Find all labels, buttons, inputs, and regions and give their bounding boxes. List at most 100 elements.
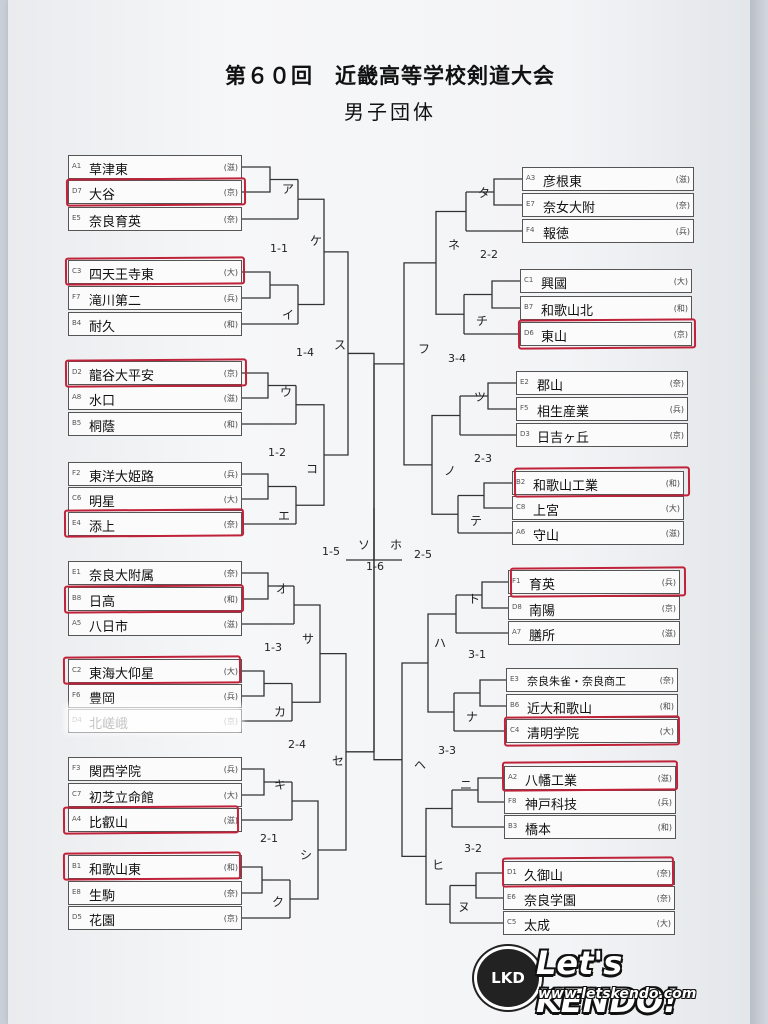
- bracket-line: [242, 473, 269, 500]
- team-name: 東洋大姫路: [89, 470, 155, 485]
- team-name: 育英: [529, 578, 556, 593]
- team-prefecture: (和): [657, 823, 672, 832]
- team-code: E4: [72, 519, 81, 527]
- team-name: 彦根東: [543, 175, 583, 190]
- bracket-line: [481, 581, 508, 609]
- bracket-label-m11: 1-1: [270, 242, 288, 255]
- bracket-label-fu: フ: [418, 342, 431, 356]
- team-code: C2: [72, 666, 82, 674]
- bracket-label-ka: カ: [274, 705, 287, 719]
- bracket-label-se: セ: [332, 754, 345, 768]
- team-code: F4: [526, 226, 535, 234]
- winner-circle-mark: [62, 851, 242, 881]
- logo-url: www.letskendo.com: [538, 986, 697, 1002]
- team-code: B3: [508, 822, 518, 830]
- team-code: A5: [72, 619, 82, 627]
- team-prefecture: (滋): [657, 774, 672, 783]
- team-code: D3: [520, 430, 530, 438]
- team-name: 添上: [89, 520, 116, 535]
- team-name: 上宮: [533, 504, 560, 519]
- bracket-label-m12: 1-2: [268, 446, 286, 459]
- team-prefecture: (奈): [656, 894, 671, 903]
- team-prefecture: (兵): [669, 405, 684, 414]
- team-code: F7: [72, 293, 81, 301]
- bracket-label-m32: 3-2: [464, 842, 482, 855]
- team-name: 南陽: [529, 604, 556, 619]
- team-name: 生駒: [89, 889, 116, 904]
- team-prefecture: (滋): [665, 529, 680, 538]
- team-prefecture: (和): [223, 595, 238, 604]
- bracket-label-te: テ: [470, 514, 483, 528]
- bracket-label-a: ア: [282, 182, 295, 196]
- team-name: 興國: [541, 277, 568, 292]
- bracket-line: [292, 604, 321, 703]
- team-prefecture: (滋): [223, 394, 238, 403]
- team-code: D1: [507, 868, 517, 876]
- bracket-line: [491, 280, 520, 309]
- team-name: 神戸科技: [525, 798, 578, 813]
- team-code: B5: [72, 419, 82, 427]
- team-code: E7: [526, 200, 535, 208]
- bracket-label-shi: シ: [300, 848, 313, 862]
- team-name: 相生産業: [537, 405, 590, 420]
- bracket-label-m16: 1-6: [366, 560, 384, 573]
- bracket-label-ta: タ: [478, 186, 491, 200]
- team-code: F5: [520, 404, 529, 412]
- team-code: D2: [72, 368, 82, 376]
- team-prefecture: (滋): [223, 620, 238, 629]
- team-prefecture: (和): [223, 863, 238, 872]
- team-prefecture: (大): [223, 791, 238, 800]
- team-code: C6: [72, 494, 82, 502]
- bracket-line: [242, 166, 271, 193]
- bracket-label-m15: 1-5: [322, 545, 340, 558]
- bracket-label-tsu: ツ: [474, 390, 487, 404]
- team-code: F3: [72, 764, 81, 772]
- team-prefecture: (奈): [223, 569, 238, 578]
- team-name: 東海大仰星: [89, 667, 155, 682]
- team-prefecture: (大): [223, 495, 238, 504]
- team-name: 清明学院: [527, 727, 580, 742]
- team-name: 関西学院: [89, 765, 142, 780]
- team-name: 明星: [89, 495, 116, 510]
- bracket-label-m34: 3-4: [448, 352, 466, 365]
- team-code: B2: [516, 478, 526, 486]
- bracket-label-i: イ: [282, 308, 295, 322]
- team-name: 比叡山: [89, 816, 129, 831]
- winner-circle-mark: [517, 318, 697, 350]
- team-code: F1: [512, 577, 521, 585]
- team-code: E2: [520, 378, 529, 386]
- team-prefecture: (兵): [657, 798, 672, 807]
- winner-circle-mark: [63, 584, 245, 614]
- team-code: A2: [508, 773, 518, 781]
- team-code: D8: [512, 603, 522, 611]
- bracket-label-ki: キ: [274, 778, 287, 792]
- bracket-label-no: ノ: [444, 464, 457, 478]
- team-prefecture: (大): [223, 268, 238, 277]
- winner-circle-mark: [64, 256, 246, 286]
- team-box: F5 相生産業 (兵): [516, 397, 688, 421]
- team-prefecture: (和): [223, 420, 238, 429]
